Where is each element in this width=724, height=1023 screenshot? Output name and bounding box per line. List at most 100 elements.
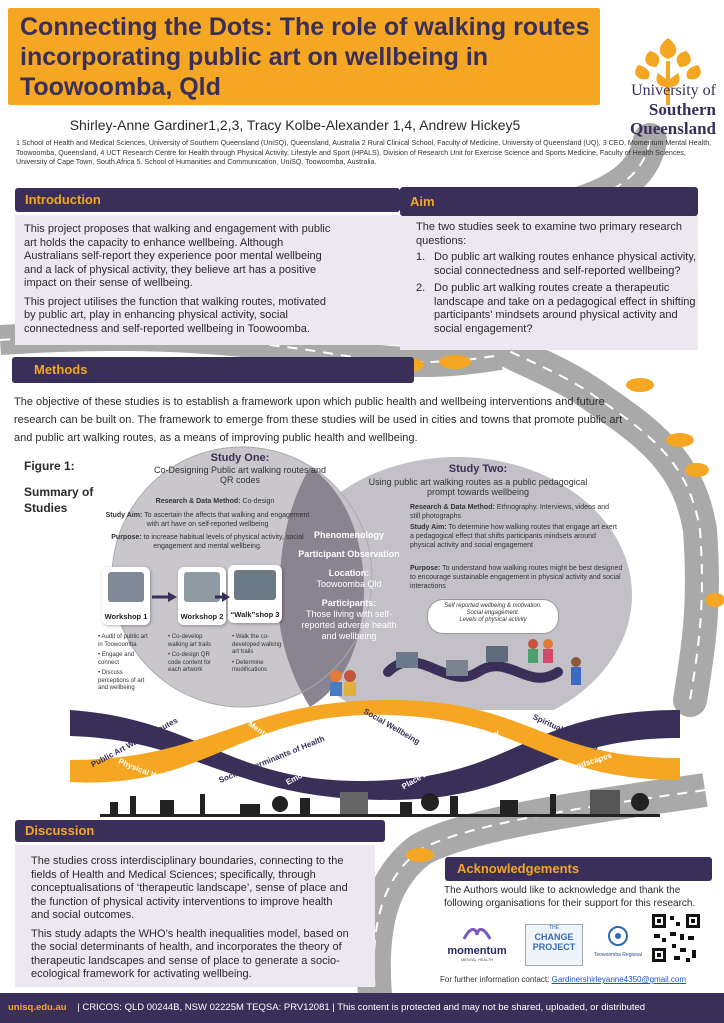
university-logo-icon	[635, 38, 701, 105]
road-dot	[439, 355, 471, 369]
study-two-title: Study Two:	[448, 463, 508, 475]
city-skyline-illustration	[100, 790, 660, 817]
road-dot	[666, 433, 694, 447]
note-text: Co-design QR code content for each artwo…	[168, 652, 212, 673]
methods-heading: Methods	[12, 357, 414, 383]
cloud-line: Self reported wellbeing & motivation.	[444, 603, 542, 609]
footer-bar: unisq.edu.au | CRICOS: QLD 00244B, NSW 0…	[0, 993, 724, 1023]
study-one-subtitle: Co-Designing Public art walking routes a…	[153, 465, 327, 485]
workshop-card: Workshop 1	[102, 567, 150, 625]
road-dot	[685, 463, 709, 477]
footer-disclaimer: | CRICOS: QLD 00244B, NSW 02225M TEQSA: …	[74, 1002, 646, 1013]
note-item: • Walk the co-developed walking art trai…	[232, 634, 282, 655]
contact-label: For further information contact:	[440, 975, 550, 984]
aim-value: To ascertain the affects that walking an…	[144, 512, 310, 528]
momentum-logo-text: momentum	[447, 945, 507, 957]
logo-line-1: University of	[631, 82, 716, 99]
aim-intro: The two studies seek to examine two prim…	[416, 221, 682, 247]
cloud-line: Levels of physical activity	[459, 617, 527, 623]
road-dot	[406, 848, 434, 862]
discussion-paragraph-2: This study adapts the WHO’s health inequ…	[31, 927, 349, 981]
discussion-heading: Discussion	[15, 820, 385, 842]
figure-label: Figure 1: Summary of Studies	[24, 458, 114, 516]
council-logo-text: Toowoomba Regional	[593, 952, 643, 958]
cloud-line: Social engagement.	[466, 610, 520, 616]
council-logo: Toowoomba Regional	[592, 925, 644, 965]
methods-body: The objective of these studies is to est…	[14, 396, 623, 444]
workshop-label: Workshop 1	[104, 612, 148, 621]
introduction-panel	[15, 215, 400, 345]
aim-body: The two studies seek to examine two prim…	[416, 221, 708, 340]
study-one-purpose: Purpose: to increase habitual levels of …	[100, 533, 315, 551]
note-text: Determine modifications	[232, 659, 268, 674]
workshop-photo	[234, 570, 276, 600]
contact-line: For further information contact: Gardine…	[440, 975, 710, 984]
overlap-phenomenology: Phenomenology	[313, 530, 384, 540]
participants-value: Those living with self-reported adverse …	[301, 609, 397, 641]
overlap-participants: Participants:Those living with self-repo…	[298, 598, 400, 642]
road-dot	[626, 378, 654, 392]
workshop-notes: • Co-develop walking art trails • Co-des…	[168, 634, 224, 678]
aim-question-number: 1.	[416, 251, 426, 263]
note-item: • Co-develop walking art trails	[168, 634, 212, 648]
change-project-logo: THE CHANGE PROJECT	[525, 924, 583, 966]
road-dot	[705, 593, 724, 607]
contact-email-link[interactable]: Gardinershirleyanne4350@gmail.com	[551, 975, 687, 984]
note-item: • Engage and connect	[98, 652, 135, 666]
study-two-subtitle: Using public art walking routes as a pub…	[368, 477, 588, 497]
arrow-right-icon	[215, 592, 230, 602]
note-item: • Determine modifications	[232, 659, 268, 674]
change-logo-line: THE	[549, 925, 559, 931]
study-one-method: Research & Data Method: Co-design	[100, 497, 330, 506]
note-text: Discuss perceptions of art and wellbeing	[98, 670, 145, 691]
note-text: Audit of public art in Toowoomba	[98, 634, 148, 648]
purpose-value: to increase habitual levels of physical …	[143, 534, 304, 550]
method-value: Ethnography. Interviews, videos and stil…	[410, 504, 610, 520]
footer-site-link[interactable]: unisq.edu.au	[8, 1002, 67, 1013]
title-banner	[8, 8, 600, 105]
change-logo-line: CHANGE	[534, 932, 574, 942]
acknowledgements-heading: Acknowledgements	[445, 857, 712, 881]
method-value: Co-design	[242, 498, 275, 505]
aim-question-text: Do public art walking routes create a th…	[434, 282, 696, 335]
themes-ribbon	[70, 700, 680, 800]
note-text: Co-develop walking art trails	[168, 634, 212, 648]
aim-question-number: 2.	[416, 282, 426, 294]
purpose-label: Purpose:	[410, 565, 441, 572]
note-item: • Audit of public art in Toowoomba	[98, 634, 148, 648]
note-text: Walk the co-developed walking art trails	[232, 634, 282, 655]
workshop-label: Workshop 2	[180, 612, 224, 621]
workshop-notes: • Audit of public art in Toowoomba • Eng…	[98, 634, 154, 696]
university-logo-text: University of Southern Queensland	[600, 82, 716, 138]
introduction-body: This project proposes that walking and e…	[24, 223, 336, 341]
poster-title: Connecting the Dots: The role of walking…	[20, 13, 590, 101]
overlap-region	[278, 467, 364, 707]
thought-cloud: Self reported wellbeing & motivation. So…	[428, 600, 558, 633]
workshop-card: Workshop 2	[178, 567, 226, 625]
figure-caption: Summary of Studies	[24, 485, 94, 515]
logo-line-3: Queensland	[630, 119, 716, 138]
momentum-logo: momentum MENTAL HEALTH	[442, 925, 512, 965]
walking-people-illustration	[330, 639, 581, 696]
location-label: Location:	[328, 568, 370, 578]
council-logo-icon	[608, 926, 628, 946]
introduction-paragraph-2: This project utilises the function that …	[24, 295, 327, 335]
aim-label: Study Aim:	[410, 524, 447, 531]
logo-line-2: Southern	[648, 100, 716, 119]
aim-value: To determine how walking routes that eng…	[410, 524, 618, 549]
method-label: Research & Data Method:	[155, 498, 241, 505]
introduction-heading: Introduction	[15, 188, 400, 212]
arrow-right-icon	[152, 592, 177, 602]
method-label: Research & Data Method:	[410, 504, 495, 511]
workshop-label: “Walk”shop 3	[230, 610, 280, 619]
note-item: • Discuss perceptions of art and wellbei…	[98, 670, 145, 691]
aim-label: Study Aim:	[105, 512, 143, 519]
qr-code-icon	[650, 912, 702, 964]
workshop-notes: • Walk the co-developed walking art trai…	[232, 634, 288, 678]
aim-panel	[400, 216, 698, 350]
discussion-paragraph-1: The studies cross interdisciplinary boun…	[31, 855, 348, 921]
participants-label: Participants:	[321, 598, 377, 608]
location-value: Toowoomba Qld	[316, 579, 382, 589]
figure-number: Figure 1:	[24, 459, 75, 473]
study-two-purpose: Purpose: To understand how walking route…	[410, 564, 625, 591]
